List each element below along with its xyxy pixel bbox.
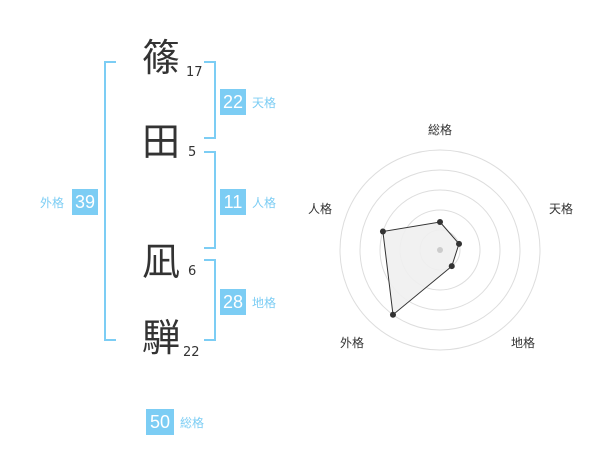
tenkaku-value: 22 xyxy=(220,89,246,115)
radar-point-tenkaku xyxy=(456,240,463,247)
radar-grid-ring xyxy=(359,169,521,331)
radar-point-chikaku xyxy=(448,263,455,270)
gaikaku-bracket xyxy=(104,61,116,341)
radar-grid xyxy=(339,149,541,351)
radar-grid-ring xyxy=(339,149,541,351)
radar-chart xyxy=(339,149,541,351)
stroke-count-3: 6 xyxy=(188,264,197,279)
radar-label-gaikaku: 外格 xyxy=(340,336,365,350)
stroke-count-2: 5 xyxy=(188,145,197,160)
name-char-1: 篠 xyxy=(142,36,181,80)
gaikaku-label: 外格 xyxy=(40,196,65,210)
radar-grid-ring xyxy=(379,189,501,311)
radar-label-soukaku: 総格 xyxy=(428,123,453,137)
radar-label-tenkaku: 天格 xyxy=(549,202,574,216)
radar-polygon xyxy=(382,221,460,316)
radar-center-dot xyxy=(437,247,443,253)
radar-label-chikaku: 地格 xyxy=(511,336,536,350)
name-char-3: 凪 xyxy=(142,240,181,284)
gaikaku-value: 39 xyxy=(72,189,98,215)
stroke-count-4: 22 xyxy=(183,345,200,360)
name-char-4: 騨 xyxy=(142,316,181,360)
jinkaku-label: 人格 xyxy=(252,196,277,210)
stroke-count-1: 17 xyxy=(186,65,203,80)
name-char-2: 田 xyxy=(142,120,181,164)
soukaku-value: 50 xyxy=(146,409,174,435)
radar-points xyxy=(379,219,463,318)
chikaku-value: 28 xyxy=(220,289,246,315)
chikaku-bracket xyxy=(204,259,216,341)
jinkaku-bracket xyxy=(204,151,216,249)
radar-point-gaikaku xyxy=(389,311,396,318)
chikaku-label: 地格 xyxy=(252,296,277,310)
radar-label-jinkaku: 人格 xyxy=(308,202,333,216)
soukaku-label: 総格 xyxy=(180,416,205,430)
radar-point-soukaku xyxy=(437,219,443,225)
jinkaku-value: 11 xyxy=(220,189,246,215)
tenkaku-bracket xyxy=(204,61,216,139)
radar-point-jinkaku xyxy=(379,228,386,235)
tenkaku-label: 天格 xyxy=(252,96,277,110)
